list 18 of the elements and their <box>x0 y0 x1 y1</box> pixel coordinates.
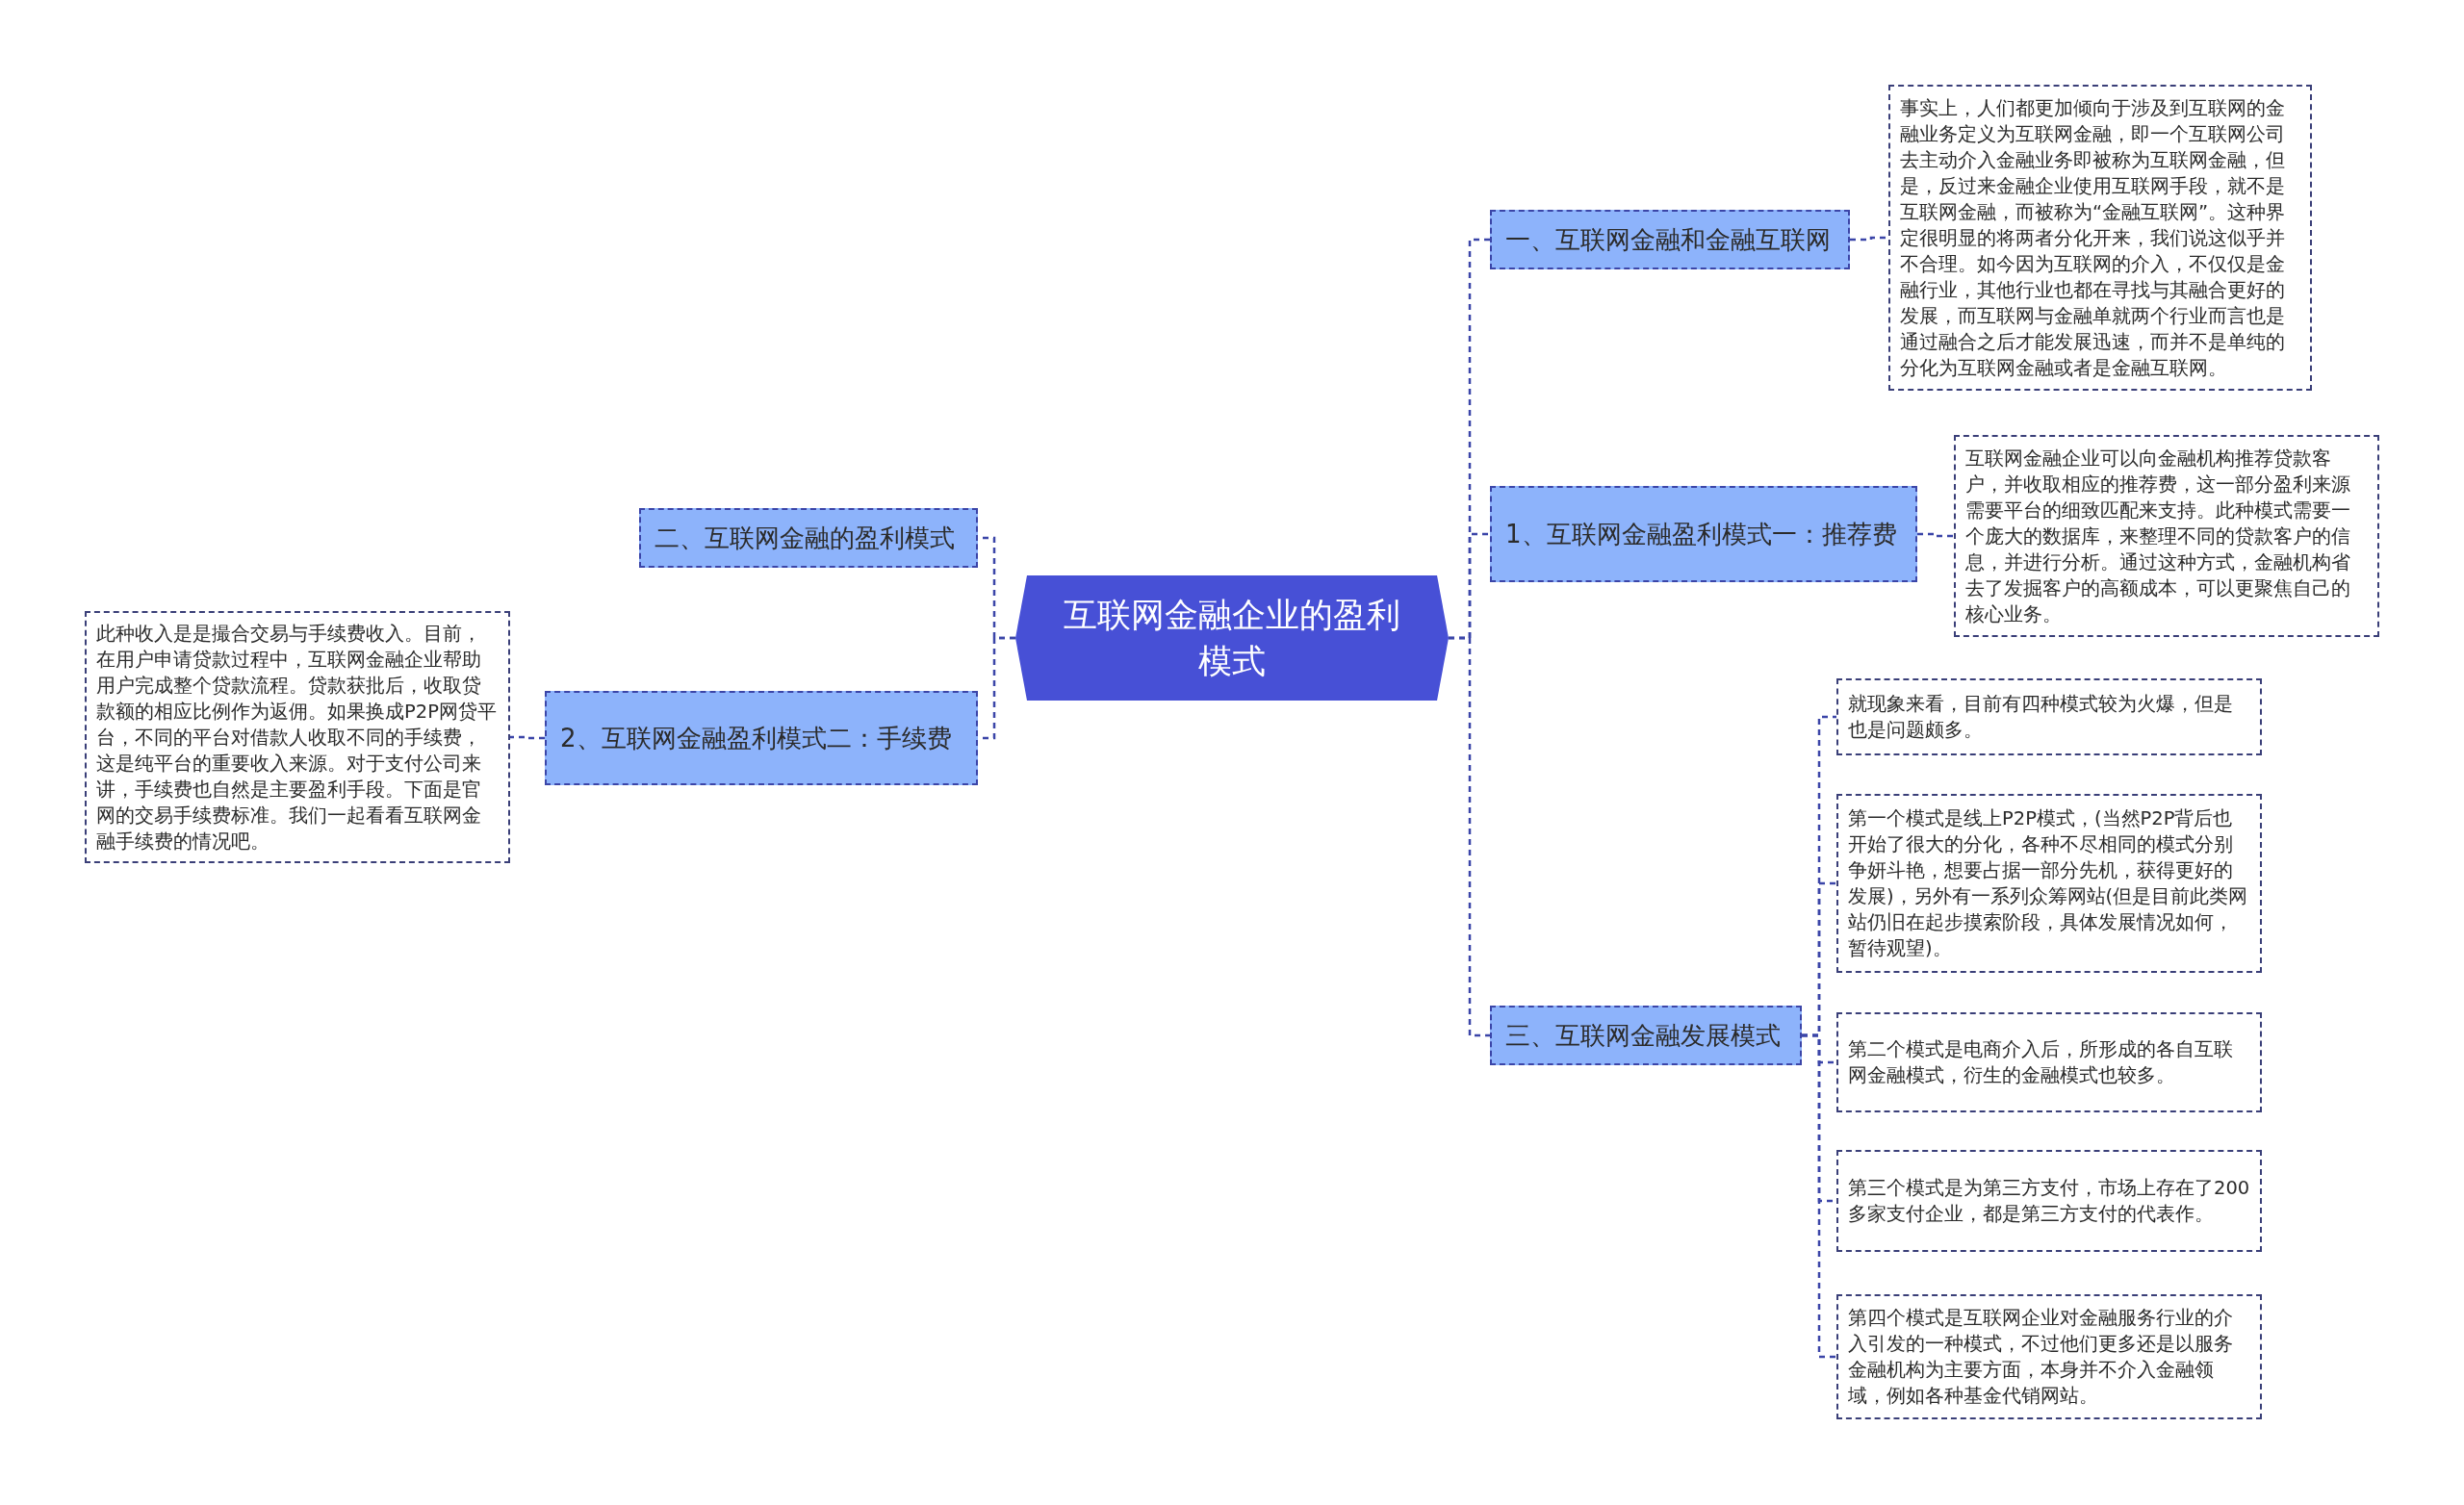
connector-line <box>1850 236 1888 242</box>
text-box: 第一个模式是线上P2P模式，(当然P2P背后也开始了很大的分化，各种不尽相同的模式分别争妍斗艳，想要占据一部分先机，获得更好的发展)，另外有一系列众筹网站(但是目前此类网站仍旧在起步摸索阶段，具体发展情况如何，暂待观望)。 <box>1836 794 2262 973</box>
connector-line <box>1449 636 1490 1037</box>
topic-box: 三、互联网金融发展模式 <box>1490 1006 1802 1065</box>
text-box: 此种收入是是撮合交易与手续费收入。目前，在用户申请贷款过程中，互联网金融企业帮助用户完成整个贷款流程。贷款获批后，收取贷款额的相应比例作为返佣。如果换成P2P网贷平台，不同的平台对借款人收取不同的手续费，这是纯平台的重要收入来源。对于支付公司来讲，手续费也自然是主要盈利手段。下面是官网的交易手续费标准。我们一起看看互联网金融手续费的情况吧。 <box>85 611 510 863</box>
connector-line <box>510 735 545 740</box>
text-box: 第二个模式是电商介入后，所形成的各自互联网金融模式，衍生的金融模式也较多。 <box>1836 1012 2262 1112</box>
text-box: 第三个模式是为第三方支付，市场上存在了200多家支付企业，都是第三方支付的代表作。 <box>1836 1150 2262 1252</box>
text-box: 事实上，人们都更加倾向于涉及到互联网的金融业务定义为互联网金融，即一个互联网公司去主动介入金融业务即被称为互联网金融，但是，反过来金融企业使用互联网手段，就不是互联网金融，而被称为“金融互联网”。这种界定很明显的将两者分化开来，我们说这似乎并不合理。如今因为互联网的介入，不仅仅是金融行业，其他行业也都在寻找与其融合更好的发展，而互联网与金融单就两个行业而言也是通过融合之后才能发展迅速，而并不是单纯的分化为互联网金融或者是金融互联网。 <box>1888 85 2312 391</box>
text-box: 互联网金融企业可以向金融机构推荐贷款客户，并收取相应的推荐费，这一部分盈利来源需要平台的细致匹配来支持。此种模式需要一个庞大的数据库，来整理不同的贷款客户的信息，并进行分析。通过这种方式，金融机构省去了发掘客户的高额成本，可以更聚焦自己的核心业务。 <box>1954 435 2379 637</box>
topic-box: 1、互联网金融盈利模式一：推荐费 <box>1490 486 1917 582</box>
topic-box: 一、互联网金融和金融互联网 <box>1490 210 1850 269</box>
topic-box: 2、互联网金融盈利模式二：手续费 <box>545 691 978 785</box>
text-box: 就现象来看，目前有四种模式较为火爆，但是也是问题颇多。 <box>1836 678 2262 755</box>
connector-line <box>1917 532 1954 538</box>
topic-box: 二、互联网金融的盈利模式 <box>639 508 978 568</box>
connector-line <box>1802 1033 1836 1359</box>
text-box: 第四个模式是互联网企业对金融服务行业的介入引发的一种模式，不过他们更多还是以服务金融机构为主要方面，本身并不介入金融领域，例如各种基金代销网站。 <box>1836 1294 2262 1419</box>
